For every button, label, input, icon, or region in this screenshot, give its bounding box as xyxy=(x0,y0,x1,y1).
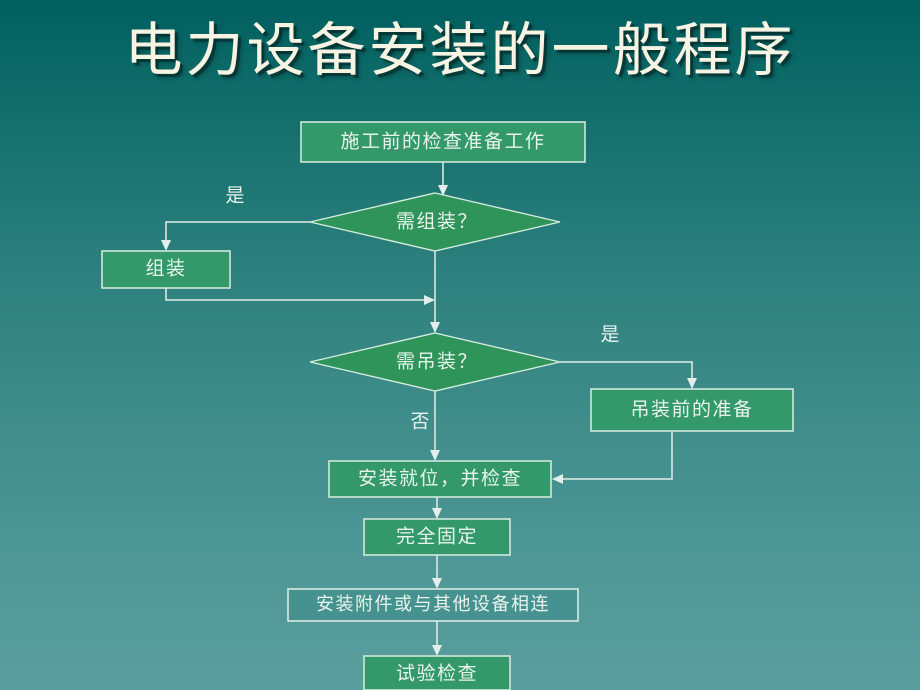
node-install-accessories-or-connect[interactable]: 安装附件或与其他设备相连 xyxy=(287,588,579,622)
node-label: 需吊装？ xyxy=(396,350,478,372)
edge-n2-n3 xyxy=(161,221,310,251)
node-fully-fixed[interactable]: 完全固定 xyxy=(363,518,511,556)
edge-n6-n7 xyxy=(432,497,442,519)
node-label: 组装 xyxy=(145,257,186,279)
node-decision-need-assembly[interactable]: 需组装？ xyxy=(309,192,561,252)
node-label: 需组装？ xyxy=(396,210,478,232)
node-label: 完全固定 xyxy=(396,525,478,547)
edge-n8-n9 xyxy=(432,621,442,656)
connector-layer xyxy=(161,162,697,656)
node-hoisting-preparation[interactable]: 吊装前的准备 xyxy=(590,388,794,432)
edge-n4-n6 xyxy=(430,391,440,461)
edge-n1-n2 xyxy=(438,162,448,196)
edge-n3-trunk xyxy=(165,288,435,305)
edge-n2-n4 xyxy=(430,251,440,333)
edge-label-yes-assemble: 是 xyxy=(225,185,244,206)
node-assembly[interactable]: 组装 xyxy=(101,250,231,289)
node-label: 试验检查 xyxy=(396,662,478,684)
edge-n5-n6 xyxy=(552,431,673,484)
page-title: 电力设备安装的一般程序 xyxy=(124,18,796,83)
node-label: 施工前的检查准备工作 xyxy=(340,130,545,152)
node-install-in-place-and-check[interactable]: 安装就位，并检查 xyxy=(328,460,552,498)
edge-label-yes-hoist: 是 xyxy=(600,324,619,345)
edge-n7-n8 xyxy=(432,555,442,589)
node-label: 安装附件或与其他设备相连 xyxy=(316,594,550,614)
node-test-inspection[interactable]: 试验检查 xyxy=(363,655,511,690)
node-pre-construction-check[interactable]: 施工前的检查准备工作 xyxy=(300,121,586,163)
edge-n4-n5 xyxy=(560,361,697,389)
node-label: 吊装前的准备 xyxy=(630,398,753,420)
node-label: 安装就位，并检查 xyxy=(358,467,522,489)
edge-label-no-hoist: 否 xyxy=(410,411,429,432)
node-decision-need-hoisting[interactable]: 需吊装？ xyxy=(309,332,561,392)
